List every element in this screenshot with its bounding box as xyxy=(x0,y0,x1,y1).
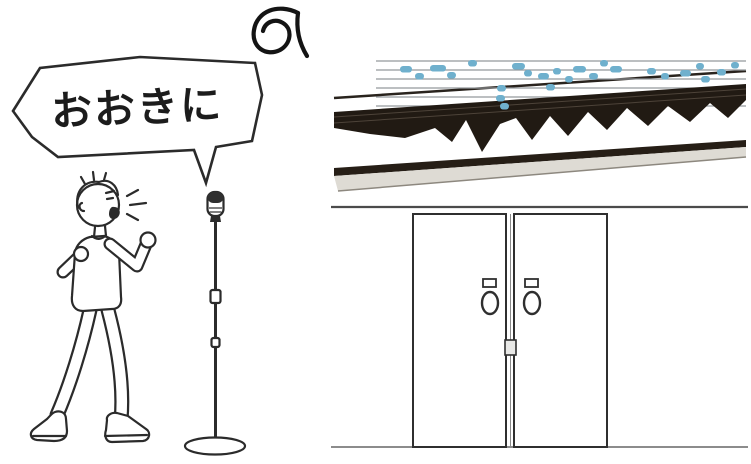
shout-line xyxy=(128,201,148,207)
melody-notes xyxy=(400,60,739,110)
melody-note xyxy=(717,69,726,76)
hair-spike xyxy=(102,171,108,182)
melody-note xyxy=(701,76,710,83)
melody-note xyxy=(415,73,424,80)
melody-note xyxy=(497,85,506,92)
melody-note xyxy=(731,62,739,69)
awning-dark-panel xyxy=(334,84,746,152)
melody-note xyxy=(500,103,509,110)
front-leg xyxy=(100,302,130,428)
melody-note xyxy=(496,95,505,102)
mic-stand-clamp xyxy=(209,288,222,305)
melody-note xyxy=(589,73,598,80)
back-leg-fill xyxy=(51,304,96,421)
front-leg-fill xyxy=(102,304,128,426)
back-shoe xyxy=(29,410,69,443)
shout-line xyxy=(125,212,140,222)
right-door-plate xyxy=(524,278,539,288)
melody-note xyxy=(680,70,691,77)
front-shoe-sole-line xyxy=(103,433,149,438)
hair-spike xyxy=(79,175,87,186)
left-door-handle xyxy=(480,290,500,316)
microphone-head-top xyxy=(207,192,224,203)
awning-fascia-dark xyxy=(334,140,746,176)
mic-stand-base xyxy=(183,436,247,456)
back-fist xyxy=(72,245,90,263)
melody-note xyxy=(647,68,656,75)
awning-fascia-bottom-edge xyxy=(337,156,747,192)
entrance-double-doors xyxy=(331,205,748,448)
flourish-mark-icon xyxy=(251,6,310,59)
shout-line xyxy=(125,188,140,198)
hair-spikes xyxy=(79,170,108,186)
melody-note xyxy=(546,84,555,91)
speech-bubble-text: おおきに xyxy=(50,80,224,135)
melody-note xyxy=(565,76,573,83)
front-arm-fill xyxy=(105,237,152,271)
melody-note xyxy=(553,68,561,75)
melody-note xyxy=(696,63,704,70)
right-door-handle xyxy=(522,290,542,316)
shout-lines-icon xyxy=(125,188,148,222)
melody-note xyxy=(661,73,669,80)
neck-line-left xyxy=(92,225,97,239)
melody-note xyxy=(610,66,622,73)
melody-note xyxy=(538,73,549,80)
hair xyxy=(76,179,120,210)
melody-note xyxy=(573,66,586,73)
mic-stand-clamp xyxy=(210,336,221,349)
hair-spike xyxy=(91,170,96,182)
melody-note xyxy=(524,70,532,77)
melody-note xyxy=(447,72,456,79)
singing-person-illustration xyxy=(29,170,157,444)
front-arm xyxy=(103,235,154,273)
left-door xyxy=(412,213,507,448)
back-leg xyxy=(49,302,98,423)
melody-note xyxy=(430,65,446,72)
melody-note xyxy=(600,60,608,67)
microphone-grill-lines xyxy=(209,207,222,213)
flourish-loop xyxy=(251,6,301,55)
speech-bubble: おおきに xyxy=(11,55,264,188)
front-fist xyxy=(139,231,157,249)
awning-top-edge xyxy=(333,69,747,100)
melody-note xyxy=(512,63,525,70)
speech-bubble-shape xyxy=(11,55,264,188)
melody-note xyxy=(468,60,477,67)
open-mouth xyxy=(109,206,120,220)
right-door xyxy=(513,213,608,448)
eyebrow xyxy=(104,189,116,195)
front-shoe xyxy=(104,411,151,444)
microphone-neck xyxy=(210,216,221,222)
neck xyxy=(92,224,108,239)
awning-slat-line xyxy=(333,88,747,118)
melody-note xyxy=(400,66,412,73)
awning-fascia-light xyxy=(334,147,746,191)
shop-awning-photo xyxy=(333,60,747,192)
eye xyxy=(105,196,115,201)
head xyxy=(75,170,148,228)
neck-line-right xyxy=(103,224,108,238)
door-latch xyxy=(504,339,517,356)
awning-slat-line xyxy=(333,94,747,124)
ear xyxy=(78,201,86,213)
microphone-stand-illustration xyxy=(183,190,247,456)
flourish-tail xyxy=(295,10,310,59)
left-door-plate xyxy=(482,278,497,288)
